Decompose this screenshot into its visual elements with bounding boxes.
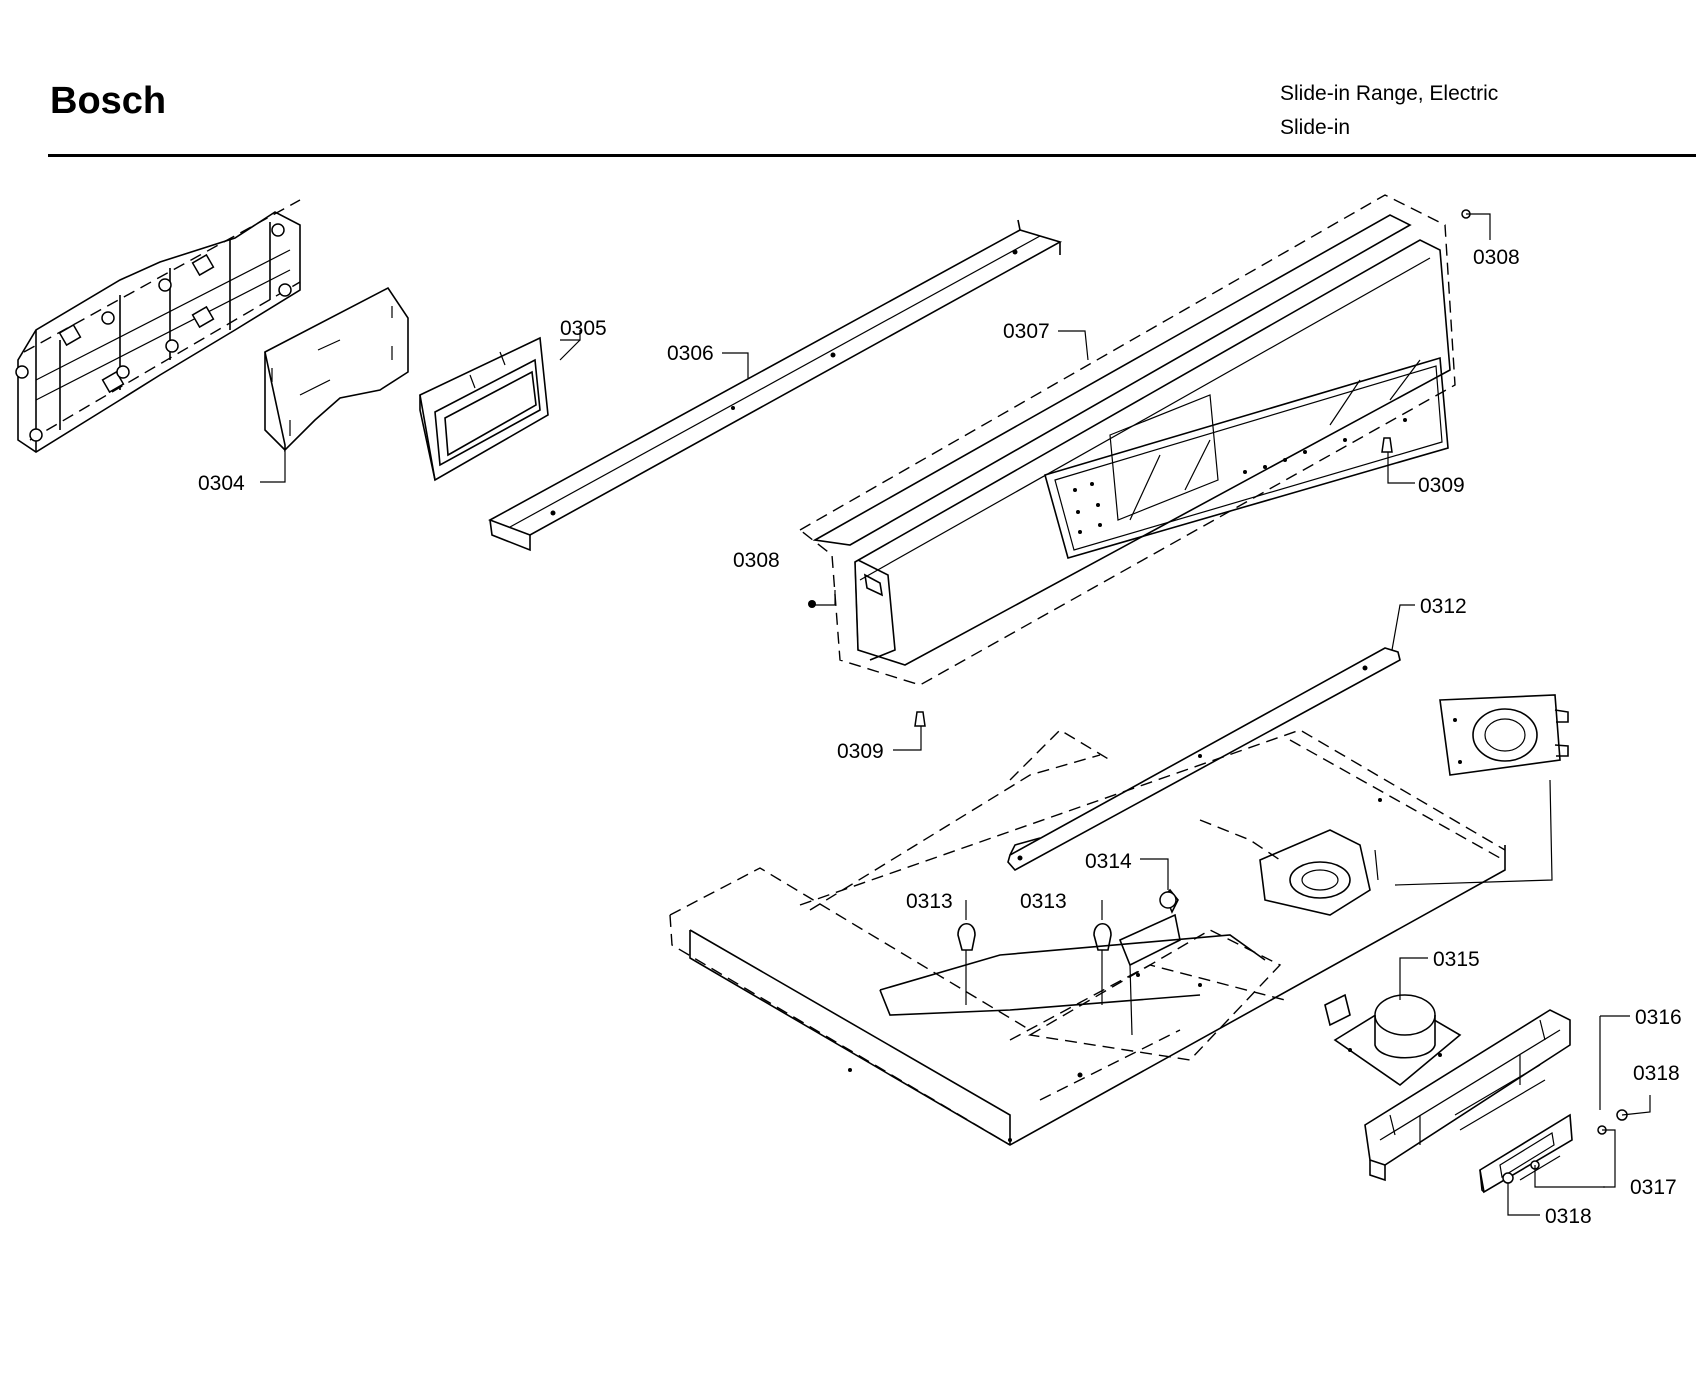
- element-mounting-plate: [1394, 694, 1569, 886]
- part-0313-clip-right: [1093, 922, 1112, 1005]
- callout-0313-left: 0313: [906, 890, 953, 913]
- part-0314-sensor: [1118, 888, 1181, 1036]
- header-rule: [48, 154, 1696, 157]
- callout-0313-right: 0313: [1020, 890, 1067, 913]
- subtitle-model-style: Slide-in: [1280, 116, 1351, 139]
- bottom-chassis-tray: [669, 729, 1506, 1146]
- screw-0309-right: [1381, 437, 1393, 453]
- callout-0308-left: 0308: [733, 549, 780, 572]
- screw-0318-bottom: [1502, 1172, 1514, 1184]
- callout-0306: 0306: [667, 342, 714, 365]
- callout-0312: 0312: [1420, 595, 1467, 618]
- callout-0307: 0307: [1003, 320, 1050, 343]
- part-0304-plate: [264, 286, 409, 452]
- screw-0308-left: [808, 600, 816, 608]
- part-0312-strip: [1007, 647, 1401, 872]
- callout-0309-right: 0309: [1418, 474, 1465, 497]
- callout-0309-bottom: 0309: [837, 740, 884, 763]
- leader-lines: [260, 213, 1651, 1216]
- callout-0316: 0316: [1635, 1006, 1682, 1029]
- brand-title: Bosch: [50, 80, 167, 122]
- callout-0308-top: 0308: [1473, 246, 1520, 269]
- part-0316-bracket: [1364, 1009, 1571, 1182]
- callout-0318-bottom: 0318: [1545, 1205, 1592, 1228]
- part-0307-control-panel: [798, 194, 1456, 686]
- part-0305-vent-box: [419, 336, 549, 482]
- part-0306-rail: [488, 219, 1063, 552]
- subtitle-product-type: Slide-in Range, Electric: [1280, 82, 1499, 105]
- callout-0315: 0315: [1433, 948, 1480, 971]
- part-0317-plate: [1479, 1113, 1573, 1194]
- callout-0318-right: 0318: [1633, 1062, 1680, 1085]
- callout-0304: 0304: [198, 472, 245, 495]
- part-0315-motor: [1324, 993, 1462, 1087]
- screw-0309-bottom: [914, 711, 926, 727]
- callout-0314: 0314: [1085, 850, 1132, 873]
- left-mounting-bracket: [15, 199, 301, 453]
- callout-0305: 0305: [560, 317, 607, 340]
- part-0313-clip-left: [957, 922, 976, 1005]
- callout-0317: 0317: [1630, 1176, 1677, 1199]
